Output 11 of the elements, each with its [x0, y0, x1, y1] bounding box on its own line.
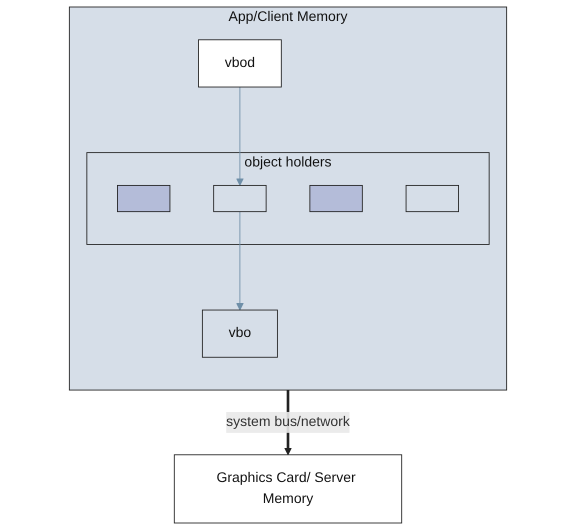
- edge-label: system bus/network: [226, 414, 350, 430]
- node-box: [309, 184, 363, 212]
- node-box: vbod: [198, 39, 282, 88]
- cluster: object holders: [86, 152, 490, 245]
- node-box: [213, 184, 267, 212]
- arrow: [236, 86, 244, 186]
- node-box: [117, 184, 170, 212]
- arrow: [236, 211, 244, 310]
- node-box: Graphics Card/ Server Memory: [174, 454, 402, 524]
- node-box: vbo: [202, 310, 278, 358]
- node-box: [406, 184, 459, 212]
